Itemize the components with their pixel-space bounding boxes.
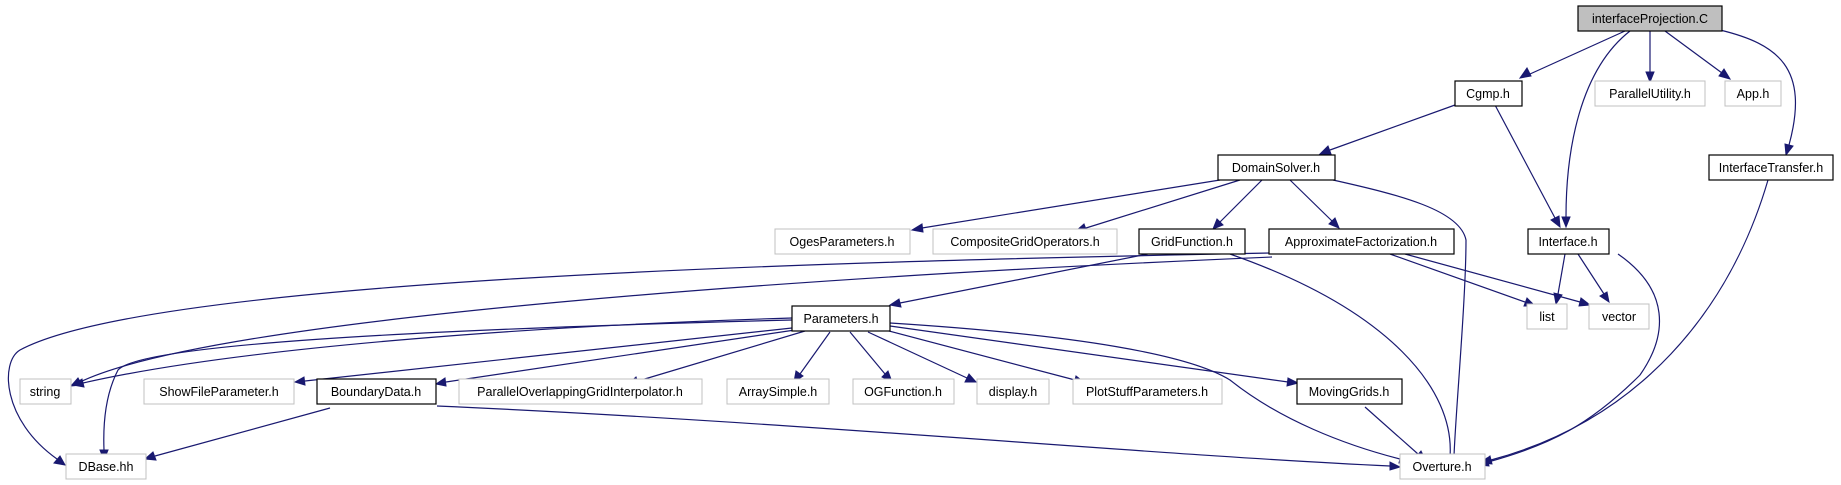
node-label: DomainSolver.h [1232,161,1320,175]
edge-Cgmp-to-DomainSolver [1318,104,1456,155]
node-OGFunction-h: OGFunction.h [852,378,955,405]
edge-Interface-to-vector [1577,253,1610,304]
edge-DomainSolver-to-ApproximateFactorization [1289,179,1340,229]
node-label: ShowFileParameter.h [159,385,279,399]
edge-Parameters-to-OGFunction [849,331,893,384]
node-label: ApproximateFactorization.h [1285,235,1437,249]
edge-Parameters-to-display [867,331,978,383]
edge-ApproximateFactorization-to-DBase [7,252,1271,466]
node-label: OgesParameters.h [790,235,895,249]
node-label: GridFunction.h [1151,235,1233,249]
node-label: CompositeGridOperators.h [950,235,1099,249]
node-list: list [1526,303,1568,330]
node-InterfaceTransfer-h[interactable]: InterfaceTransfer.h [1708,154,1834,181]
edge-Parameters-to-BoundaryData [434,329,796,387]
node-label: Cgmp.h [1466,87,1510,101]
node-ParallelUtility-h: ParallelUtility.h [1594,80,1706,107]
node-label: string [30,385,61,399]
node-label: DBase.hh [79,460,134,474]
edge-interfaceProjection-to-App [1664,30,1732,80]
edge-ApproximateFactorization-to-vector [1404,253,1592,307]
edge-GridFunction-to-Parameters [888,253,1149,308]
node-ApproximateFactorization-h[interactable]: ApproximateFactorization.h [1268,228,1455,255]
node-OgesParameters-h: OgesParameters.h [774,228,911,255]
edge-DomainSolver-to-GridFunction [1212,179,1263,230]
node-display-h: display.h [976,378,1050,405]
edge-Interface-to-Overture [1476,253,1661,467]
node-label: PlotStuffParameters.h [1086,385,1208,399]
node-label: Overture.h [1412,460,1471,474]
edge-BoundaryData-to-DBase [143,407,331,461]
node-Cgmp-h[interactable]: Cgmp.h [1454,80,1523,107]
edge-Parameters-to-ArraySimple [793,331,831,384]
edge-interfaceProjection-to-ParallelUtility [1645,31,1655,84]
node-label: ParallelUtility.h [1609,87,1691,101]
node-GridFunction-h[interactable]: GridFunction.h [1138,228,1246,255]
node-MovingGrids-h[interactable]: MovingGrids.h [1296,378,1403,405]
node-App-h: App.h [1724,80,1782,107]
node-BoundaryData-h[interactable]: BoundaryData.h [316,378,437,405]
node-DomainSolver-h[interactable]: DomainSolver.h [1217,154,1336,181]
edge-interfaceProjection-to-InterfaceTransfer [1719,29,1797,157]
node-label: Interface.h [1538,235,1597,249]
edge-Parameters-to-MovingGrids [889,325,1300,387]
node-CompositeGridOperators-h: CompositeGridOperators.h [932,228,1118,255]
node-Overture-h: Overture.h [1399,453,1486,480]
node-label: BoundaryData.h [331,385,421,399]
node-label: InterfaceTransfer.h [1719,161,1823,175]
node-Parameters-h[interactable]: Parameters.h [791,305,891,332]
edge-DomainSolver-to-Overture [1332,179,1467,469]
node-DBase-hh: DBase.hh [65,453,147,480]
edge-Parameters-to-ShowFileParameter [293,327,793,386]
node-label: list [1539,310,1555,324]
node-label: display.h [989,385,1037,399]
node-label: ArraySimple.h [739,385,818,399]
edge-MovingGrids-to-Overture [1364,406,1427,462]
node-interfaceProjection-C[interactable]: interfaceProjection.C [1577,5,1723,32]
node-label: vector [1602,310,1636,324]
node-string: string [19,378,72,405]
node-PlotStuffParameters-h: PlotStuffParameters.h [1072,378,1223,405]
node-vector: vector [1588,303,1650,330]
node-ShowFileParameter-h: ShowFileParameter.h [143,378,295,405]
edge-GridFunction-to-Overture [1229,253,1455,469]
edge-Parameters-to-string [71,317,793,388]
node-Interface-h[interactable]: Interface.h [1527,228,1610,255]
node-label: Parameters.h [803,312,878,326]
node-ParallelOverlappingGridInterpolator-h: ParallelOverlappingGridInterpolator.h [458,378,703,405]
edge-interfaceProjection-to-Cgmp [1518,30,1626,79]
node-ArraySimple-h: ArraySimple.h [726,378,830,405]
edge-interfaceProjection-to-Interface [1561,30,1631,229]
edge-ApproximateFactorization-to-string [69,256,1273,387]
nodes-layer: interfaceProjection.C Cgmp.h ParallelUti… [19,5,1834,480]
node-label: ParallelOverlappingGridInterpolator.h [477,385,683,399]
edge-ApproximateFactorization-to-list [1389,253,1537,307]
node-label: OGFunction.h [864,385,942,399]
edge-DomainSolver-to-OgesParameters [910,179,1221,233]
edge-BoundaryData-to-Overture [436,405,1402,471]
node-label: interfaceProjection.C [1592,12,1708,26]
edges-layer [7,29,1797,471]
edge-Parameters-to-ParallelOverlappingGridInterpolator [626,330,806,386]
node-label: App.h [1737,87,1770,101]
node-label: MovingGrids.h [1309,385,1390,399]
edge-Cgmp-to-Interface [1494,104,1561,229]
